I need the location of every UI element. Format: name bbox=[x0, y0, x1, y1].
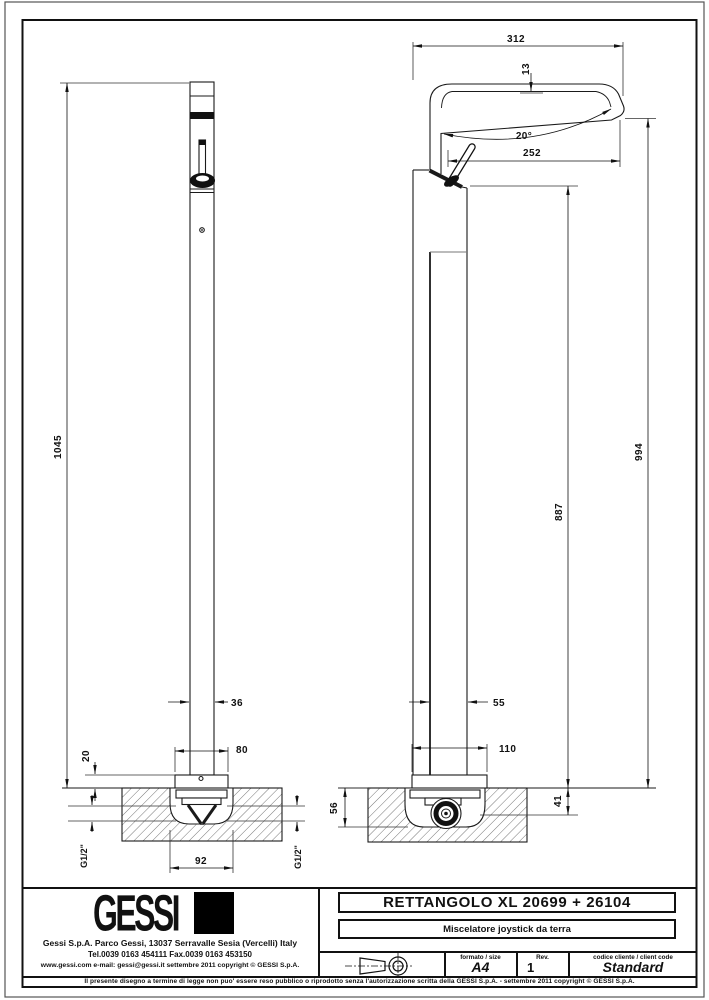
legal-disclaimer: Il presente disegno a termine di legge n… bbox=[84, 978, 635, 985]
cell-divider-3 bbox=[568, 952, 570, 977]
dim-overall-depth: 312 bbox=[507, 34, 525, 45]
gessi-logo-square bbox=[193, 891, 234, 934]
dim-inlet-left: G1/2" bbox=[79, 844, 89, 868]
dim-base-plate-height: 20 bbox=[81, 750, 92, 762]
side-view-dimensions bbox=[338, 42, 656, 828]
dim-overall-height: 1045 bbox=[53, 435, 64, 459]
base-plate-side bbox=[411, 774, 488, 789]
format-label: formato / size bbox=[460, 953, 501, 961]
joystick-handle-side bbox=[444, 143, 476, 187]
joystick-handle-front bbox=[189, 139, 216, 189]
floor-fitting-front bbox=[175, 789, 228, 825]
paper-border bbox=[4, 1, 705, 998]
cell-divider-2 bbox=[516, 952, 518, 977]
projection-symbol-icon bbox=[345, 953, 412, 979]
title-block-row-border bbox=[318, 951, 697, 953]
format-value: A4 bbox=[471, 959, 490, 975]
product-subtitle: Miscelatore joystick da terra bbox=[443, 923, 571, 935]
gessi-logo-text: GESSI bbox=[93, 883, 181, 942]
dim-height-to-body-top: 887 bbox=[554, 503, 565, 521]
rev-value: 1 bbox=[527, 959, 535, 975]
client-code-value: Standard bbox=[602, 959, 664, 975]
product-title-box: RETTANGOLO XL 20699 + 26104 bbox=[338, 892, 676, 913]
dim-column-depth: 55 bbox=[493, 698, 505, 709]
dim-base-plate-width: 80 bbox=[236, 745, 248, 756]
dim-recess-depth: 56 bbox=[329, 802, 340, 814]
dim-spout-tip-height: 13 bbox=[521, 63, 532, 75]
product-subtitle-box: Miscelatore joystick da terra bbox=[338, 919, 676, 939]
rev-label: Rev. bbox=[536, 953, 549, 961]
dimension-labels: 1045 20 36 80 92 G1/2" G1/2" 312 13 20° … bbox=[53, 34, 645, 869]
gessi-logo: GESSI bbox=[93, 883, 323, 942]
title-block-top-border bbox=[22, 887, 697, 889]
dim-spout-angle: 20° bbox=[516, 131, 532, 142]
drawing-frame bbox=[21, 19, 698, 988]
title-block-divider bbox=[318, 888, 320, 977]
product-title: RETTANGOLO XL 20699 + 26104 bbox=[383, 894, 631, 911]
dim-fitting-depth: 41 bbox=[553, 795, 564, 807]
dim-spout-reach: 252 bbox=[523, 148, 541, 159]
company-address: Gessi S.p.A. Parco Gessi, 13037 Serraval… bbox=[42, 938, 298, 948]
floor-fitting-side bbox=[409, 789, 481, 830]
company-web: www.gessi.com e-mail: gessi@gessi.it set… bbox=[40, 961, 300, 969]
dim-height-to-spout-tip: 994 bbox=[634, 443, 645, 461]
dim-inlet-right: G1/2" bbox=[293, 845, 303, 869]
dim-base-plate-depth: 110 bbox=[499, 744, 516, 755]
front-view-dimensions bbox=[60, 82, 305, 873]
front-view bbox=[62, 81, 283, 842]
side-view bbox=[338, 83, 656, 843]
dim-column-width: 36 bbox=[231, 698, 243, 709]
spout-outline bbox=[429, 83, 625, 174]
cell-divider-1 bbox=[444, 952, 446, 977]
dim-recess-width: 92 bbox=[195, 856, 207, 867]
company-phone: Tel.0039 0163 454111 Fax.0039 0163 45315… bbox=[87, 950, 252, 959]
client-code-label: codice cliente / client code bbox=[593, 953, 673, 961]
disclaimer-top-border bbox=[22, 976, 697, 978]
